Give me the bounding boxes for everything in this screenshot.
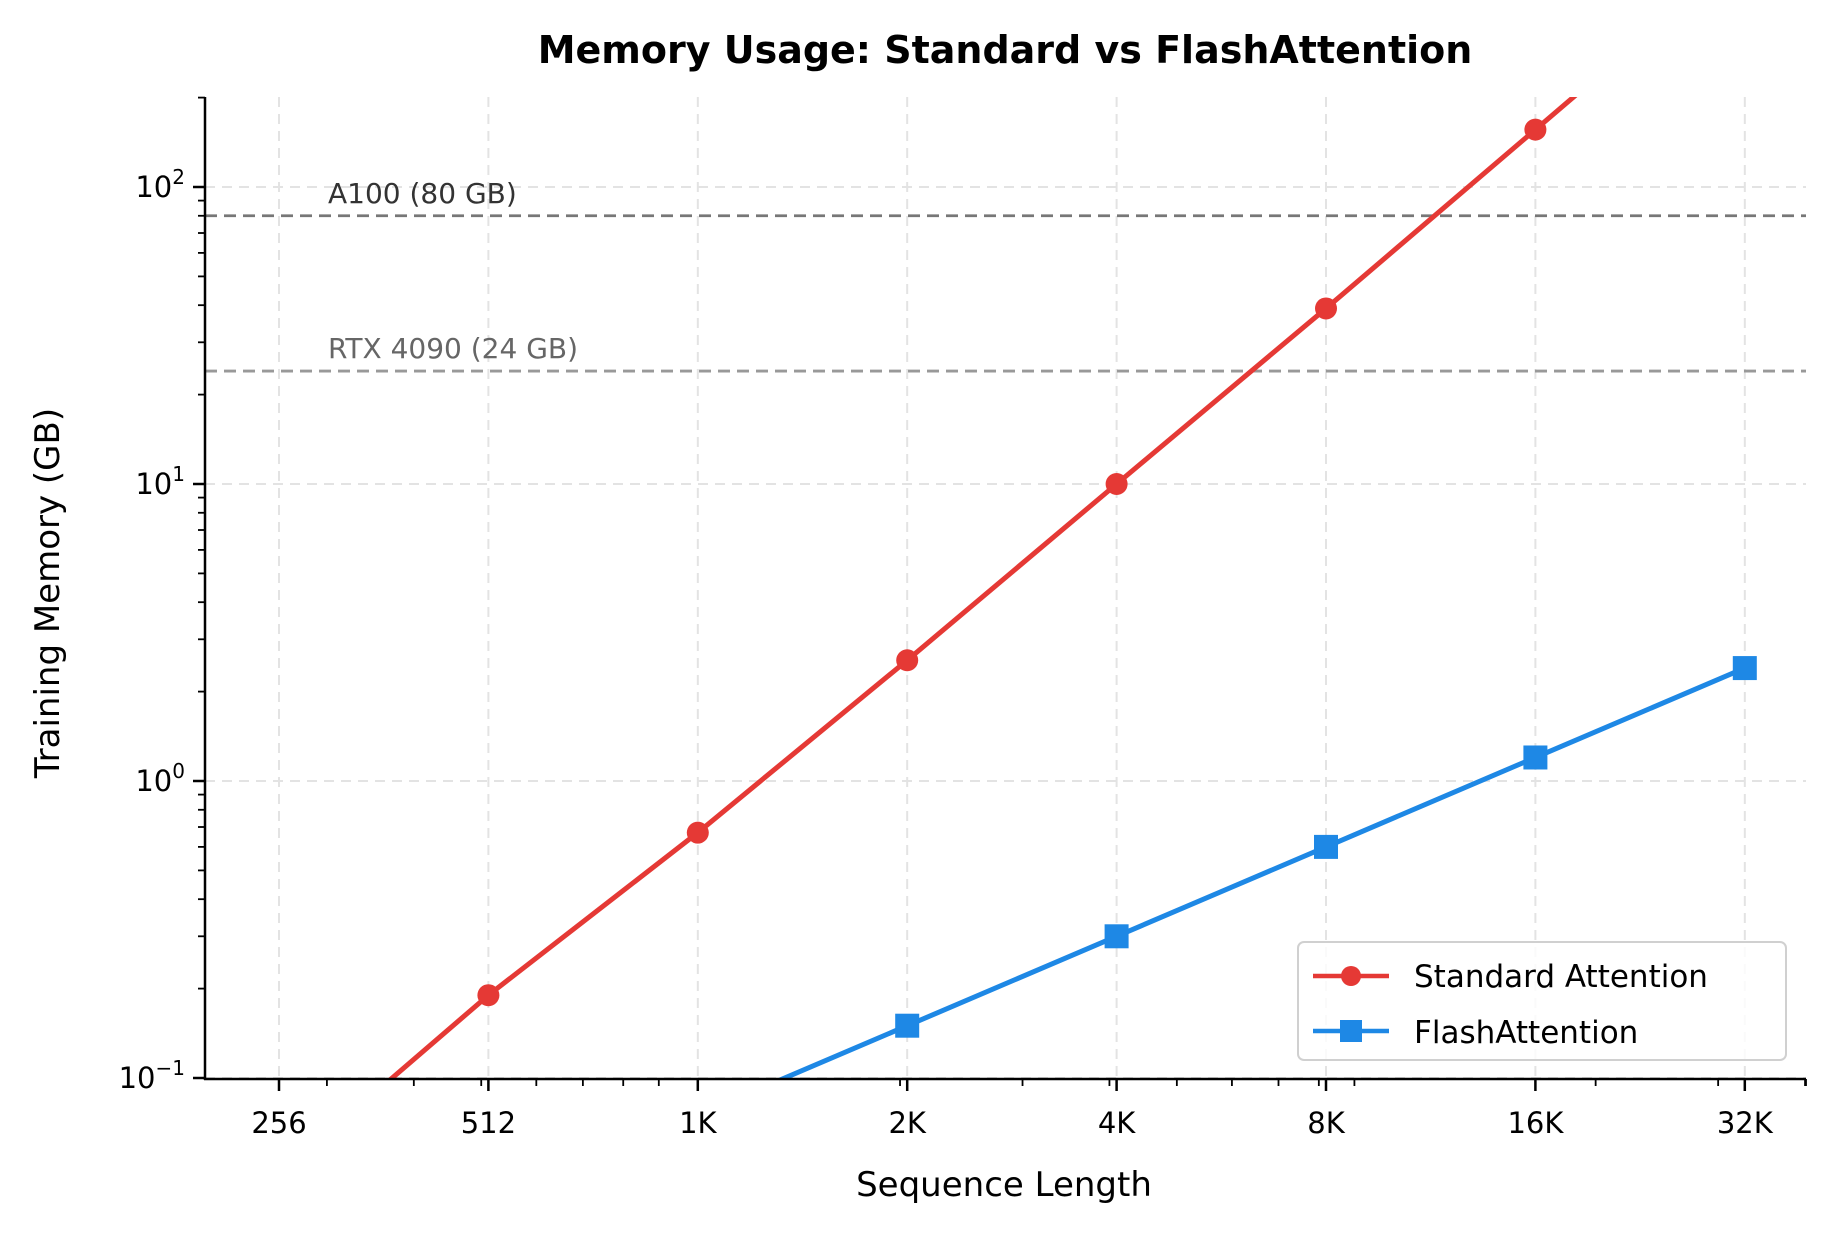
x-tick-label: 2K	[888, 1106, 926, 1140]
x-tick-label: 512	[461, 1106, 516, 1140]
circle-marker-icon	[477, 984, 500, 1007]
legend-label: FlashAttention	[1414, 1015, 1638, 1051]
circle-marker-icon	[896, 649, 919, 672]
y-tick-label: 10−1	[119, 1056, 185, 1095]
x-tick-label: 32K	[1717, 1106, 1774, 1140]
x-tick-label: 4K	[1098, 1106, 1136, 1140]
square-marker-icon	[895, 1013, 920, 1038]
legend-box	[1297, 941, 1787, 1061]
circle-marker-icon	[1524, 118, 1547, 141]
square-marker-icon	[1732, 656, 1757, 681]
circle-marker-icon	[686, 821, 709, 844]
reference-lines: A100 (80 GB) RTX 4090 (24 GB)	[205, 177, 1806, 373]
square-marker-icon	[1340, 1020, 1362, 1042]
y-tick-label: 100	[135, 759, 185, 798]
legend-item-flashattention: FlashAttention	[1313, 1015, 1638, 1051]
circle-marker-icon	[1341, 966, 1361, 986]
x-tick-label: 16K	[1507, 1106, 1564, 1140]
data-series	[268, 97, 1757, 1186]
x-tick-label: 8K	[1307, 1106, 1345, 1140]
reference-line-label: A100 (80 GB)	[328, 177, 517, 210]
legend-label: Standard Attention	[1414, 959, 1708, 995]
square-marker-icon	[1104, 924, 1129, 949]
square-marker-icon	[1314, 834, 1338, 859]
x-tick-label: 256	[251, 1106, 306, 1140]
chart-title: Memory Usage: Standard vs FlashAttention	[538, 28, 1473, 72]
grid-lines	[205, 97, 1806, 1079]
circle-marker-icon	[1315, 297, 1337, 320]
x-axis-ticks: 256 512 1K 2K 4K 8K 16K 32K	[251, 1079, 1807, 1140]
reference-line-label: RTX 4090 (24 GB)	[328, 332, 578, 365]
circle-marker-icon	[1105, 473, 1128, 495]
y-axis-label: Training Memory (GB)	[28, 408, 68, 779]
circle-marker-icon	[268, 1164, 290, 1186]
y-axis-ticks: 10−1 100 101 102	[119, 96, 205, 1095]
series-line	[776, 665, 1746, 1079]
y-tick-label: 102	[135, 165, 185, 204]
legend-item-standard-attention: Standard Attention	[1313, 959, 1708, 995]
y-tick-label: 101	[135, 462, 185, 501]
x-axis-label: Sequence Length	[856, 1165, 1152, 1205]
legend: Standard Attention FlashAttention	[1297, 941, 1787, 1061]
series-line	[387, 97, 1578, 1079]
square-marker-icon	[1523, 745, 1548, 770]
x-tick-label: 1K	[679, 1106, 717, 1140]
